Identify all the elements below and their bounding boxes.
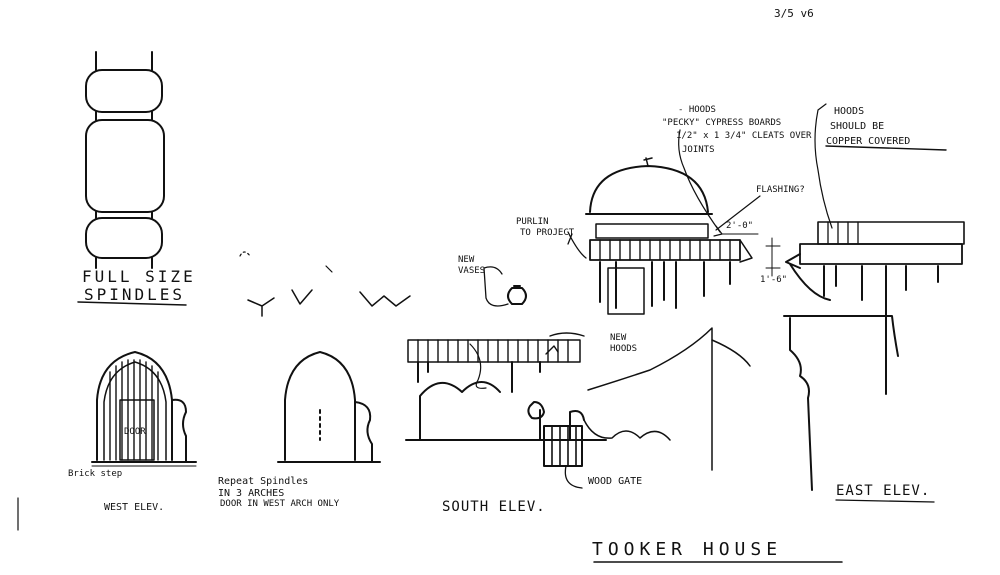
flashing-label: FLASHING? (756, 185, 805, 195)
copper-note-line3: COPPER COVERED (826, 136, 911, 147)
south-elevation-sketch (405, 129, 761, 489)
south-elev-label: SOUTH ELEV. (442, 499, 546, 515)
door-label: DOOR (124, 427, 146, 437)
hoods-note-line1: - HOODS (678, 105, 716, 115)
brick-step-label: Brick step (68, 469, 123, 479)
new-hoods-line2: HOODS (610, 344, 638, 354)
copper-note-line2: SHOULD BE (830, 121, 885, 132)
dimension-18in: 1'-6" (760, 275, 788, 285)
dimension-2ft: 2'-0" (726, 221, 754, 231)
sheet-reference: 3/5 v6 (774, 7, 814, 20)
new-vases-line1: NEW (458, 255, 475, 265)
purlin-line1: PURLIN (516, 217, 549, 227)
new-vases-line2: VASES (458, 266, 486, 276)
arch-elevation-sketch (239, 251, 411, 463)
east-elev-label: EAST ELEV. (836, 483, 931, 499)
west-elevation-sketch (17, 351, 197, 531)
repeat-spindles-line3: DOOR IN WEST ARCH ONLY (220, 499, 340, 509)
spindles-label-line1: FULL SIZE (82, 267, 196, 286)
copper-note-line1: HOODS (834, 106, 865, 117)
repeat-spindles-line1: Repeat Spindles (218, 476, 309, 487)
hoods-note-line4: JOINTS (682, 145, 715, 155)
spindles-label-line2: SPINDLES (84, 285, 186, 304)
drawing-title: TOOKER HOUSE (592, 539, 783, 560)
wood-gate-label: WOOD GATE (588, 476, 643, 487)
west-elev-label: WEST ELEV. (104, 502, 165, 513)
east-elevation-sketch (765, 103, 965, 503)
full-size-spindle (77, 51, 187, 306)
repeat-spindles-line2: IN 3 ARCHES (218, 488, 285, 499)
purlin-line2: TO PROJECT (520, 228, 575, 238)
hoods-note-line2: "PECKY" CYPRESS BOARDS (662, 118, 782, 128)
hoods-note-line3: 1/2" x 1 3/4" CLEATS OVER (676, 131, 812, 141)
new-hoods-line1: NEW (610, 333, 627, 343)
